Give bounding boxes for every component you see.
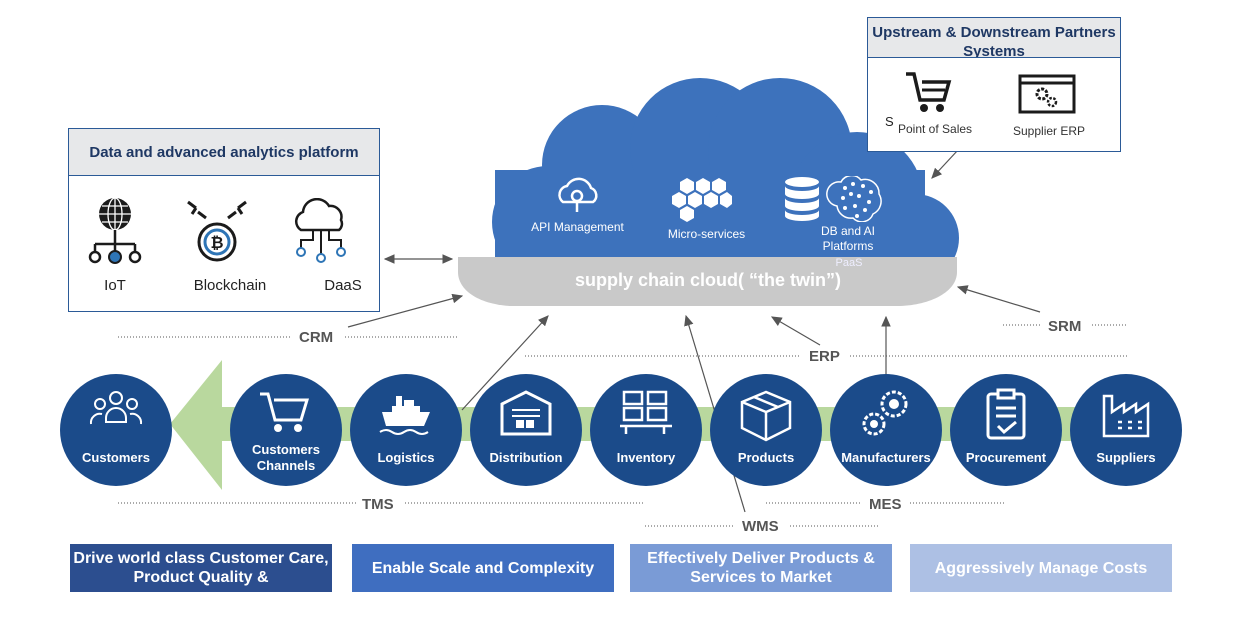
supply-chain-cloud-band: supply chain cloud( “the twin”) — [574, 270, 841, 290]
chain-label: Inventory — [616, 450, 676, 465]
analytics-platform-title: Data and advanced analytics platform — [69, 129, 379, 176]
stray-letter: S — [885, 114, 894, 129]
database-ai-icon — [785, 176, 882, 222]
db-ai-platforms-label: DB and AI Platforms — [820, 224, 876, 253]
cloud-network-icon — [294, 198, 346, 263]
clipboard-icon — [986, 388, 1026, 440]
iot-label: IoT — [104, 277, 126, 294]
micro-services-label: Micro-services — [667, 227, 746, 241]
shelves-icon — [620, 390, 672, 434]
factory-icon — [1102, 394, 1150, 438]
chain-label: Customers Channels — [252, 442, 320, 473]
chain-label: Procurement — [965, 450, 1047, 465]
chain-node-customers: Customers — [60, 374, 172, 486]
chain-label: Logistics — [377, 450, 435, 465]
point-of-sales-label: Point of Sales — [898, 122, 973, 136]
cart-icon — [260, 392, 310, 432]
banner-manage-costs: Aggressively Manage Costs — [910, 544, 1172, 592]
blockchain-icon: ₿ — [187, 200, 247, 262]
chain-label: Customers — [82, 450, 150, 465]
tms-label: TMS — [362, 496, 394, 513]
supplier-erp-label: Supplier ERP — [1013, 124, 1086, 138]
blockchain-label: Blockchain — [193, 277, 267, 294]
banner-deliver-products: Effectively Deliver Products & Services … — [630, 544, 892, 592]
chain-node-procurement: Procurement — [950, 374, 1062, 486]
banner-scale-complexity: Enable Scale and Complexity — [352, 544, 614, 592]
chain-node-products: Products — [710, 374, 822, 486]
chain-node-customers-channels: Customers Channels — [230, 374, 342, 486]
ship-icon — [379, 396, 430, 435]
banner-customer-care: Drive world class Customer Care, Product… — [70, 544, 332, 592]
cart-icon — [906, 72, 952, 112]
api-management-label: API Management — [531, 220, 624, 234]
gears-icon — [862, 390, 908, 436]
svg-text:₿: ₿ — [210, 233, 223, 252]
box-icon — [740, 390, 792, 442]
erp-label: ERP — [809, 348, 840, 365]
srm-label: SRM — [1048, 318, 1082, 335]
partners-systems-title: Upstream & Downstream Partners Systems — [868, 18, 1120, 58]
warehouse-icon — [500, 390, 552, 436]
people-icon — [89, 391, 143, 425]
wms-label: WMS — [742, 518, 779, 535]
api-cloud-icon — [558, 177, 598, 212]
chain-node-logistics: Logistics — [350, 374, 462, 486]
mes-label: MES — [869, 496, 902, 513]
chain-node-distribution: Distribution — [470, 374, 582, 486]
iot-icon — [88, 197, 142, 264]
erp-window-icon — [1018, 74, 1076, 114]
chain-label: Distribution — [489, 450, 563, 465]
chain-node-manufacturers: Manufacturers — [830, 374, 942, 486]
chain-label: Suppliers — [1096, 450, 1156, 465]
chain-node-suppliers: Suppliers — [1070, 374, 1182, 486]
partners-systems-box: Upstream & Downstream Partners Systems — [867, 17, 1121, 152]
chain-label: Manufacturers — [841, 450, 931, 465]
chain-node-inventory: Inventory — [590, 374, 702, 486]
paas-label: PaaS — [835, 257, 863, 269]
crm-label: CRM — [299, 329, 334, 346]
chain-label: Products — [737, 450, 795, 465]
daas-label: DaaS — [324, 277, 362, 294]
hexagons-icon — [672, 178, 732, 222]
